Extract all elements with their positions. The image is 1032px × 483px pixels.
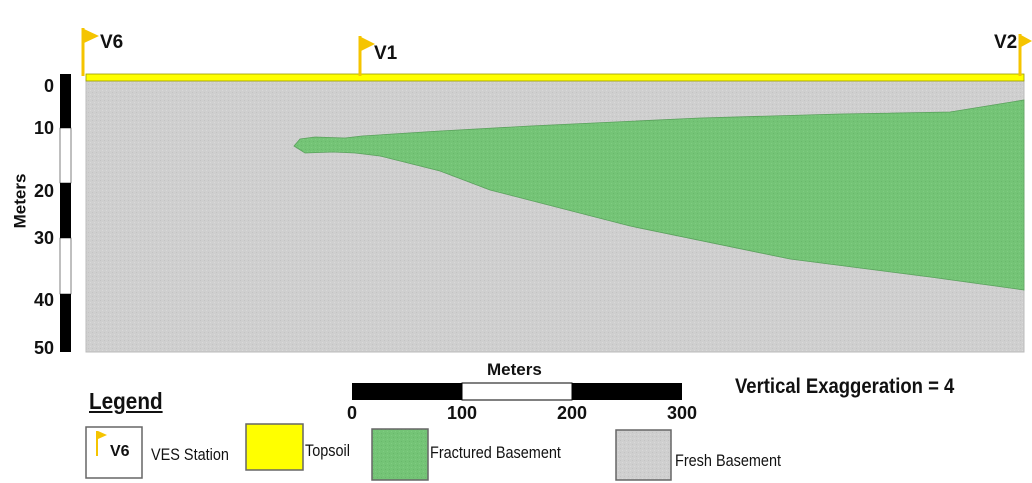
depth-scale-bar [59, 74, 72, 352]
legend-label-topsoil: Topsoil [305, 441, 350, 460]
legend-label-ves-station: VES Station [151, 445, 229, 464]
legend-topsoil-swatch [245, 423, 304, 471]
scale-bar-title: Meters [487, 360, 542, 379]
legend-station-swatch [85, 426, 143, 479]
depth-tick-label: 20 [33, 181, 54, 201]
vertical-exaggeration-label: Vertical Exaggeration = 4 [735, 375, 955, 398]
legend-title: Legend [89, 388, 163, 414]
depth-tick-label: 30 [33, 228, 54, 248]
scale-tick-label: 0 [346, 403, 358, 423]
fractured-basement-layer [293, 99, 1025, 291]
flag-icon [98, 431, 107, 439]
station-flag-icon [1018, 34, 1032, 76]
legend-station-symbol-text: V6 [110, 443, 130, 460]
legend-label-fractured-basement: Fractured Basement [430, 443, 561, 462]
legend-fresh-swatch [615, 429, 672, 481]
legend-label-fresh-basement: Fresh Basement [675, 451, 782, 470]
scale-tick-label: 300 [666, 403, 698, 423]
station-label-v6: V6 [100, 32, 124, 53]
depth-tick-label: 10 [33, 118, 54, 138]
station-label-v1: V1 [374, 43, 398, 64]
depth-tick-label: 40 [33, 290, 54, 310]
scale-tick-label: 200 [556, 403, 588, 423]
topsoil-layer [85, 73, 1025, 82]
horizontal-scale-bar [352, 382, 682, 401]
scale-tick-label: 100 [446, 403, 478, 423]
legend-fractured-swatch [371, 428, 429, 481]
depth-tick-label: 0 [43, 76, 54, 96]
station-flag-icon [358, 36, 375, 76]
depth-tick-label: 50 [33, 338, 54, 358]
station-flag-icon [81, 28, 99, 76]
station-label-v2: V2 [994, 32, 1018, 53]
